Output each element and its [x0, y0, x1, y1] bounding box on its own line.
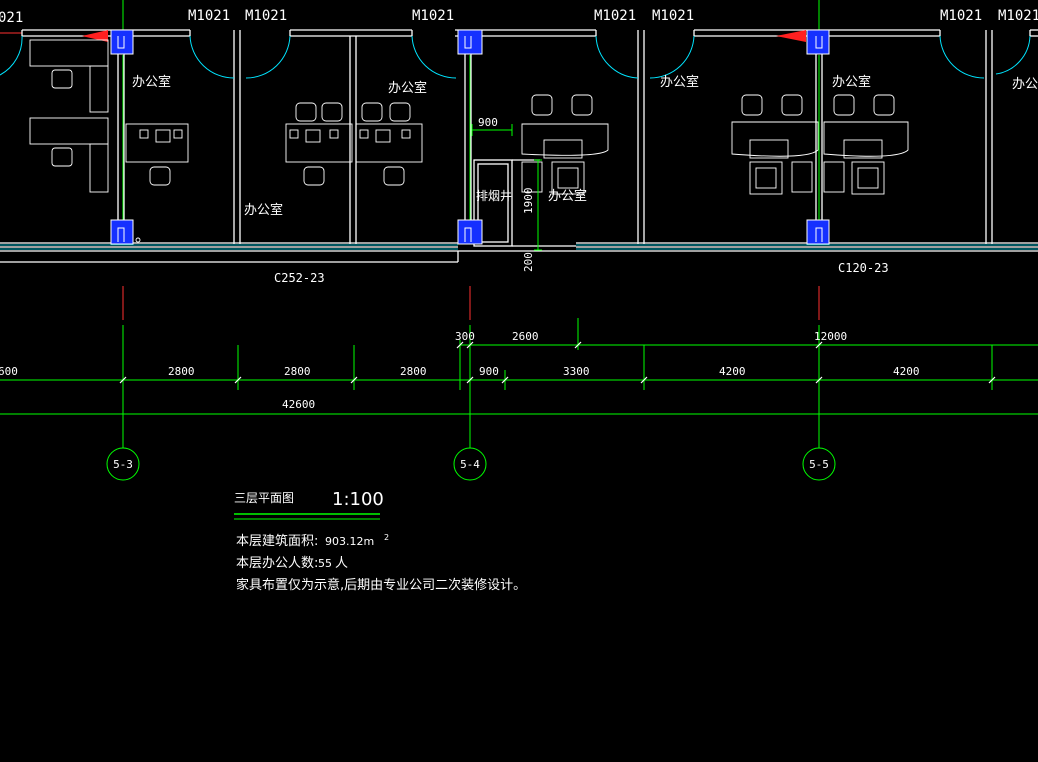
dim-label: 12000 — [814, 330, 847, 343]
dim-ticks — [119, 341, 996, 384]
column — [806, 219, 830, 245]
room-label: 办公室 — [244, 202, 283, 218]
axis-label: 5-5 — [809, 458, 829, 471]
title-scale: 1:100 — [332, 489, 384, 510]
room-label: 办公室 — [132, 74, 171, 90]
door-label: M1021 — [998, 8, 1038, 24]
axis-bubble — [802, 447, 836, 481]
drawing-title: 三层平面图 1:100 — [234, 489, 384, 520]
door-swings — [0, 35, 1031, 79]
people-label: 本层办公人数: — [236, 556, 318, 571]
dimension-labels: 300 2600 12000 600 2800 2800 2800 900 33… — [0, 330, 920, 411]
dim-label: 2800 — [400, 365, 427, 378]
window-labels: C252-23 C120-23 — [274, 261, 889, 285]
dimension-lines — [0, 318, 1038, 415]
column — [806, 29, 830, 55]
area-label: 本层建筑面积: — [236, 533, 318, 549]
window-label: C252-23 — [274, 271, 325, 285]
dim-label: 300 — [455, 330, 475, 343]
door-label: M1021 — [940, 8, 982, 24]
dim-label: 2800 — [168, 365, 195, 378]
people-unit: 人 — [335, 556, 348, 571]
column-inner — [117, 36, 823, 242]
door-label: M1021 — [652, 8, 694, 24]
dim-label: 4200 — [893, 365, 920, 378]
furniture — [29, 39, 909, 243]
dim-label: 2800 — [284, 365, 311, 378]
room-label: 办公室 — [548, 188, 587, 204]
title-name: 三层平面图 — [234, 491, 294, 505]
column — [457, 29, 483, 55]
door-label: M1021 — [188, 8, 230, 24]
dim-label: 2600 — [512, 330, 539, 343]
axis-labels: 5-3 5-4 5-5 — [113, 458, 829, 471]
room-label: 办公室 — [832, 74, 871, 90]
room-label: 办公室 — [660, 74, 699, 90]
columns — [110, 29, 830, 245]
dim-label: 900 — [479, 365, 499, 378]
column — [110, 29, 134, 55]
shaft-dim-labels: 900 1900 200 — [478, 116, 535, 272]
door-label: M1021 — [594, 8, 636, 24]
red-axis-stubs — [0, 32, 820, 320]
dim-label: 4200 — [719, 365, 746, 378]
window-label: C120-23 — [838, 261, 889, 275]
area-sup: 2 — [384, 533, 389, 542]
axis-label: 5-3 — [113, 458, 133, 471]
red-markers — [82, 30, 806, 42]
door-label-partial: 021 — [0, 10, 23, 26]
axis-continuation — [122, 0, 820, 220]
notes: 本层建筑面积: 903.12m 2 本层办公人数: 55 人 家具布置仅为示意,… — [236, 533, 526, 593]
room-label: 办公室 — [388, 80, 427, 96]
dim-label: 3300 — [563, 365, 590, 378]
axis-label: 5-4 — [460, 458, 480, 471]
window-lines — [0, 244, 1038, 250]
axis-bubble — [453, 447, 487, 481]
shaft-dims — [471, 124, 542, 251]
dim-label: 900 — [478, 116, 498, 129]
column — [457, 219, 483, 245]
dim-label: 1900 — [522, 188, 535, 215]
door-label: M1021 — [245, 8, 287, 24]
room-labels: 办公室 办公室 办公室 办公室 办公室 办公室 办公 排烟井 — [132, 74, 1038, 218]
room-label-partial: 办公 — [1012, 77, 1038, 92]
people-value: 55 — [318, 557, 332, 570]
area-value: 903.12m — [325, 535, 374, 548]
dim-label: 200 — [522, 252, 535, 272]
furniture-note: 家具布置仅为示意,后期由专业公司二次装修设计。 — [236, 577, 526, 593]
axis-bubble — [106, 447, 140, 481]
door-label: M1021 — [412, 8, 454, 24]
column — [110, 219, 134, 245]
dim-label: 42600 — [282, 398, 315, 411]
dim-label: 600 — [0, 365, 18, 378]
axis-bubbles — [106, 447, 836, 481]
door-labels: 021 M1021 M1021 M1021 M1021 M1021 M1021 … — [0, 8, 1038, 26]
shaft-label: 排烟井 — [476, 189, 512, 203]
